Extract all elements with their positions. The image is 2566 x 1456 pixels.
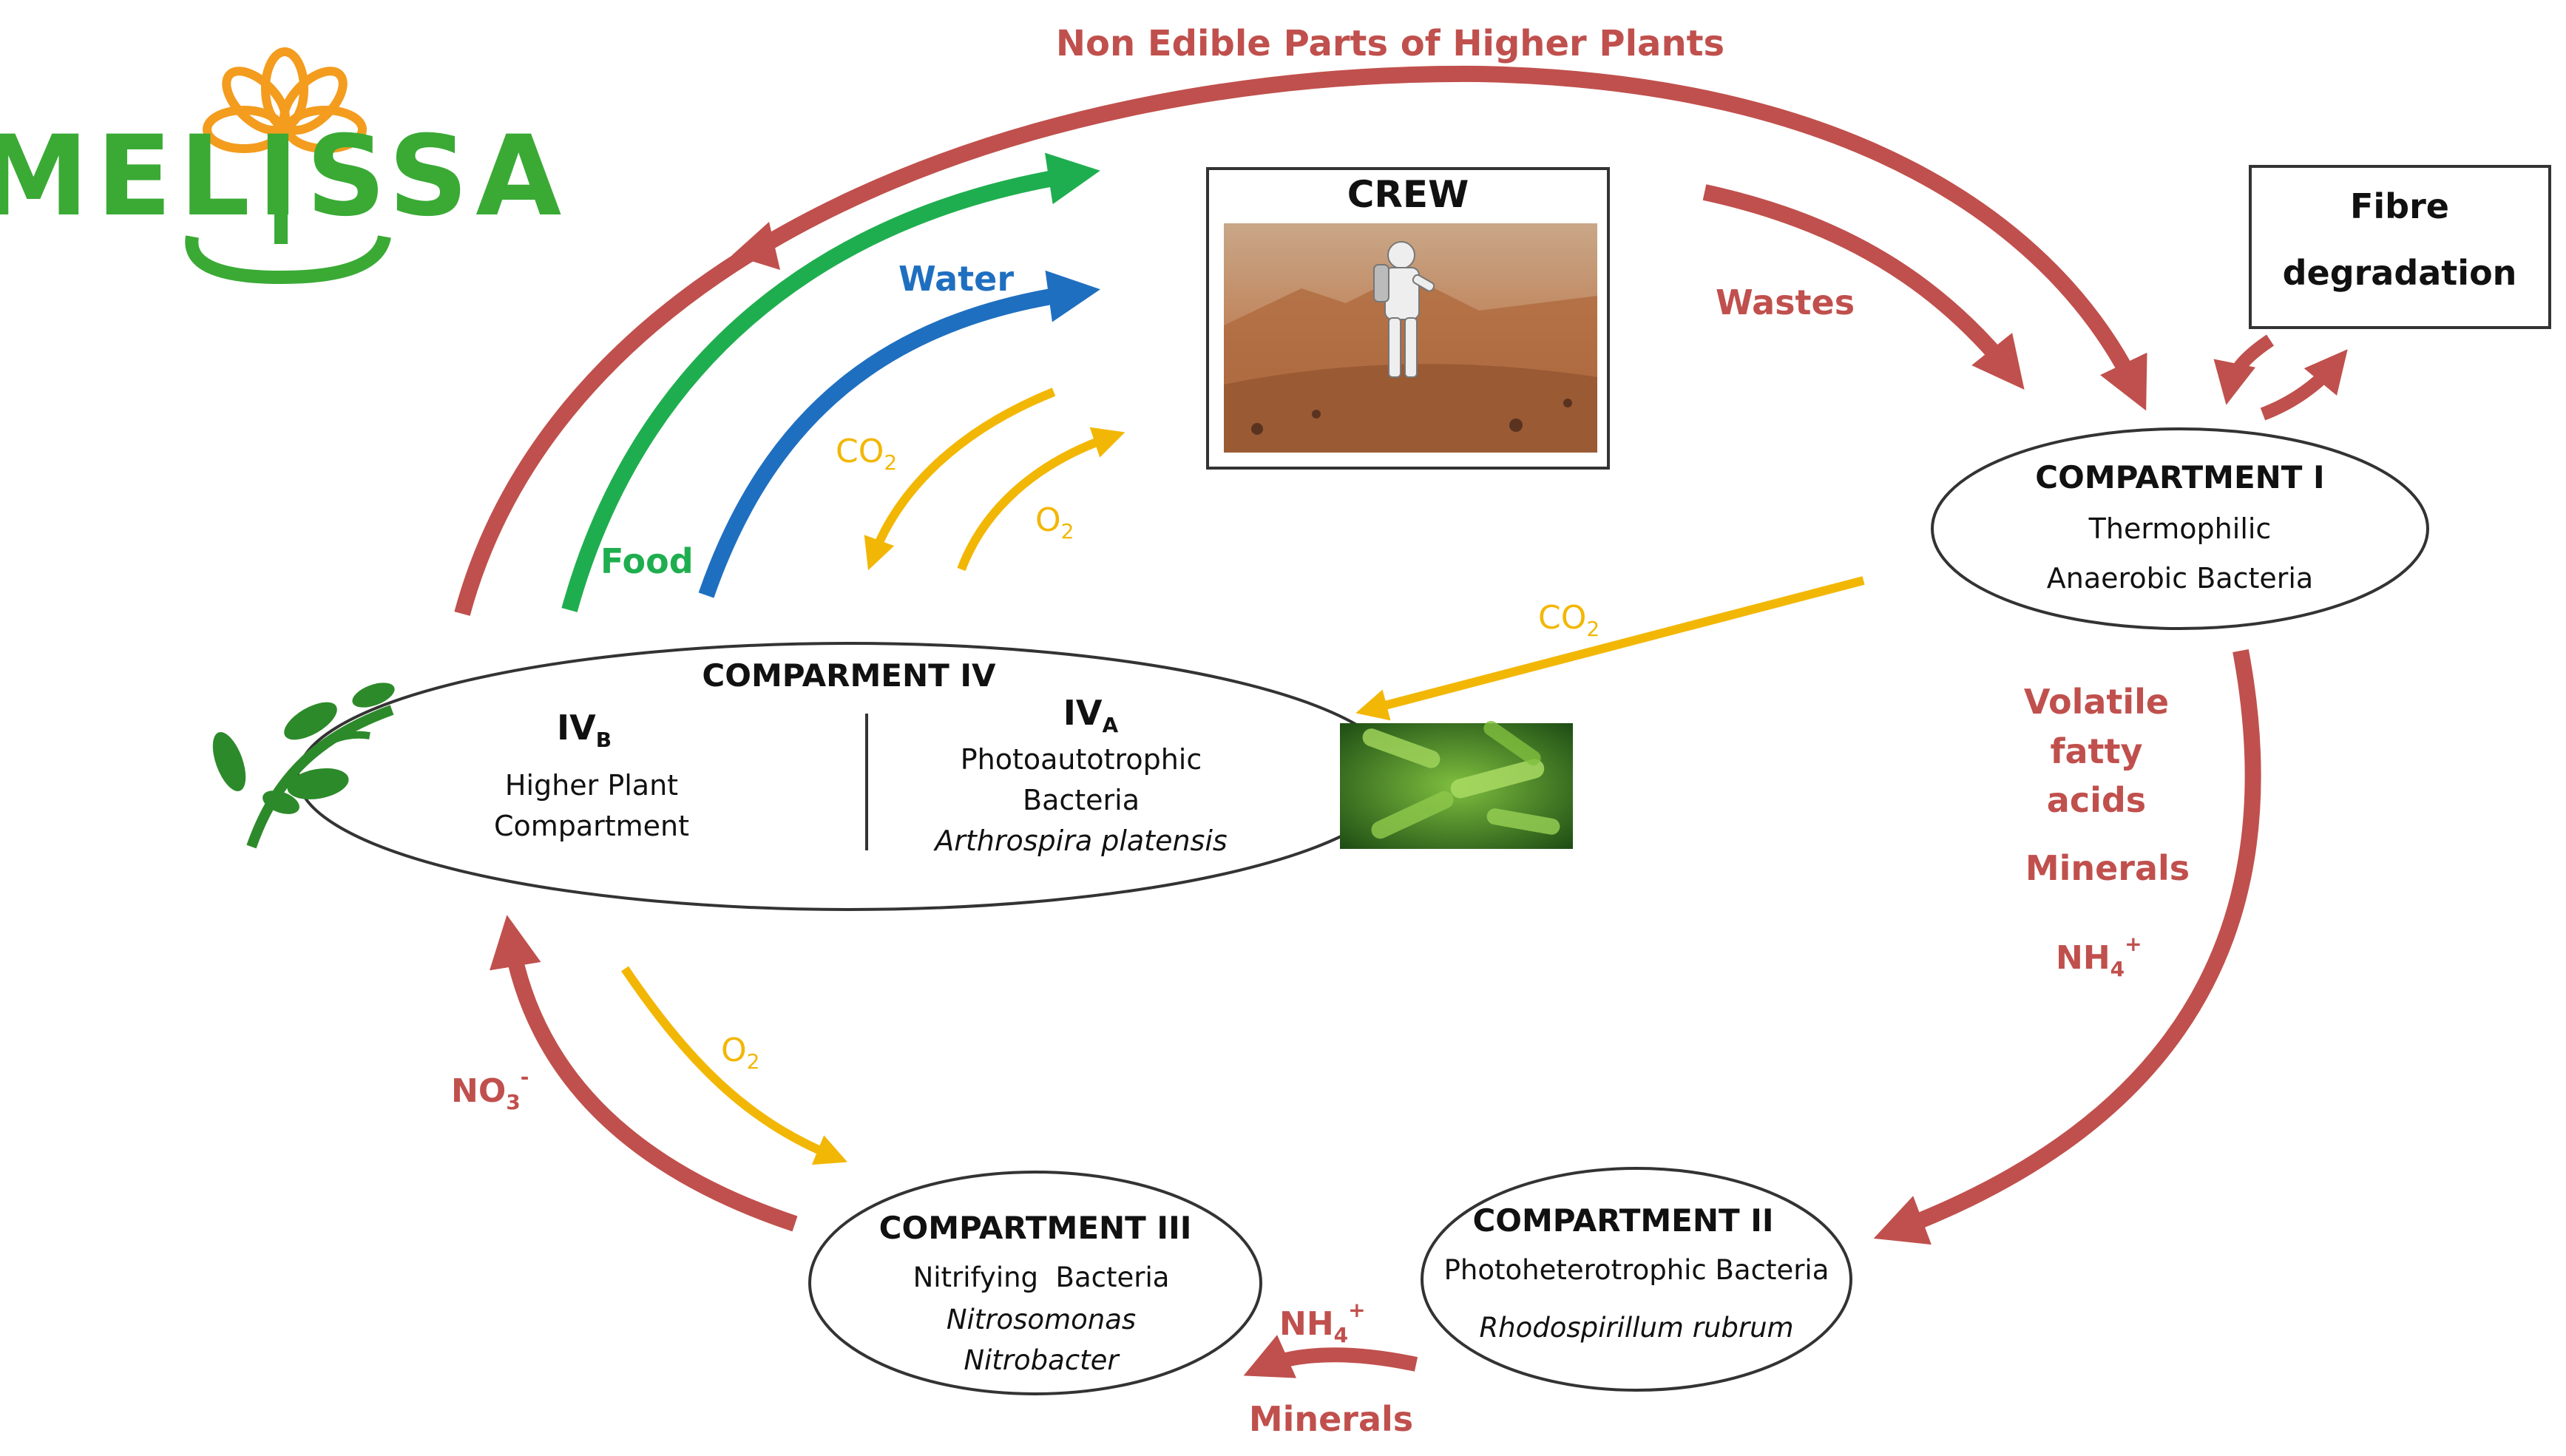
food-label: Food <box>600 541 694 581</box>
fibre-cycle-arrow-2 <box>2260 349 2348 421</box>
compartment-3-title: COMPARTMENT III <box>879 1210 1192 1246</box>
compartment-2: COMPARTMENT II Photoheterotrophic Bacter… <box>1421 1167 1852 1392</box>
o2-arrow <box>957 427 1125 572</box>
compartment-1-line1: Thermophilic <box>2088 512 2272 545</box>
minerals-right-label: Minerals <box>2025 848 2190 888</box>
logo-swirl-icon <box>185 214 391 285</box>
vfa-line3: acids <box>2047 780 2146 820</box>
c1-to-c2-arrow <box>1873 649 2261 1245</box>
compartment-4a-line1: Photoautotrophic <box>961 743 1202 776</box>
water-label: Water <box>898 259 1014 299</box>
bacteria-image <box>1340 720 1573 849</box>
crew-box: CREW <box>1206 167 1610 470</box>
compartment-2-title: COMPARTMENT II <box>1472 1202 1773 1239</box>
non-edible-label: Non Edible Parts of Higher Plants <box>1056 23 1724 64</box>
no3-label: NO3- <box>451 1065 529 1114</box>
compartment-4a-line3: Arthrospira platensis <box>932 824 1227 857</box>
crew-title: CREW <box>1347 173 1469 216</box>
vfa-line2: fatty <box>2050 731 2142 771</box>
minerals-bottom-label: Minerals <box>1249 1399 1413 1439</box>
fibre-cycle-arrow-1 <box>2213 334 2275 405</box>
wastes-arrow-1 <box>1702 184 2025 390</box>
food-arrow <box>561 152 1100 612</box>
nh4-right-label: NH4+ <box>2056 932 2142 981</box>
fibre-degradation-box: Fibre degradation <box>2249 165 2551 329</box>
co2-label: CO2 <box>836 433 897 475</box>
compartment-4b-line1: Higher Plant <box>505 769 678 802</box>
compartment-3-line3: Nitrobacter <box>964 1344 1120 1376</box>
non-edible-mid-arrowhead <box>732 222 780 270</box>
o2-c3-arrow <box>621 966 847 1165</box>
melissa-logo: MELISSA <box>0 47 561 285</box>
flower-icon <box>203 47 367 153</box>
compartment-1-title: COMPARTMENT I <box>2035 459 2324 495</box>
compartment-1: COMPARTMENT I Thermophilic Anaerobic Bac… <box>1931 427 2429 630</box>
water-arrow <box>698 270 1100 598</box>
compartment-4b-line2: Compartment <box>494 810 689 842</box>
compartment-1-line2: Anaerobic Bacteria <box>2047 562 2313 595</box>
compartment-2-line1: Photoheterotrophic Bacteria <box>1444 1254 1829 1286</box>
compartment-4-title: COMPARMENT IV <box>702 657 996 694</box>
vfa-line1: Volatile <box>2024 682 2169 722</box>
wastes-label: Wastes <box>1716 282 1855 322</box>
compartment-2-line2: Rhodospirillum rubrum <box>1479 1312 1793 1344</box>
co2-c1-arrow <box>1355 576 1865 721</box>
astronaut-icon <box>1373 241 1435 378</box>
nh4-bottom-label: NH4+ <box>1279 1298 1366 1347</box>
astronaut-image <box>1224 223 1597 453</box>
compartment-3-line2: Nitrosomonas <box>947 1304 1136 1335</box>
fibre-line2: degradation <box>2283 253 2517 293</box>
compartment-4a-label: IVA <box>1063 693 1119 737</box>
compartment-4: COMPARMENT IV IVB Higher Plant Compartme… <box>297 642 1401 911</box>
compartment-4b-label: IVB <box>557 708 612 752</box>
co2-arrow <box>864 387 1056 571</box>
o2-c3-label: O2 <box>721 1032 759 1074</box>
compartment-4a-line2: Bacteria <box>1023 784 1140 816</box>
co2-c1-label: CO2 <box>1538 599 1599 641</box>
c3-to-c4-arrow <box>490 915 798 1232</box>
o2-label: O2 <box>1035 501 1074 544</box>
compartment-3: COMPARTMENT III Nitrifying Bacteria Nitr… <box>808 1171 1262 1395</box>
compartment-3-line1: Nitrifying Bacteria <box>913 1262 1170 1293</box>
non-edible-arrow <box>454 65 2147 616</box>
fibre-line1: Fibre <box>2350 186 2449 226</box>
c2-to-c3-arrow <box>1243 1335 1418 1378</box>
plant-icon <box>212 683 395 849</box>
